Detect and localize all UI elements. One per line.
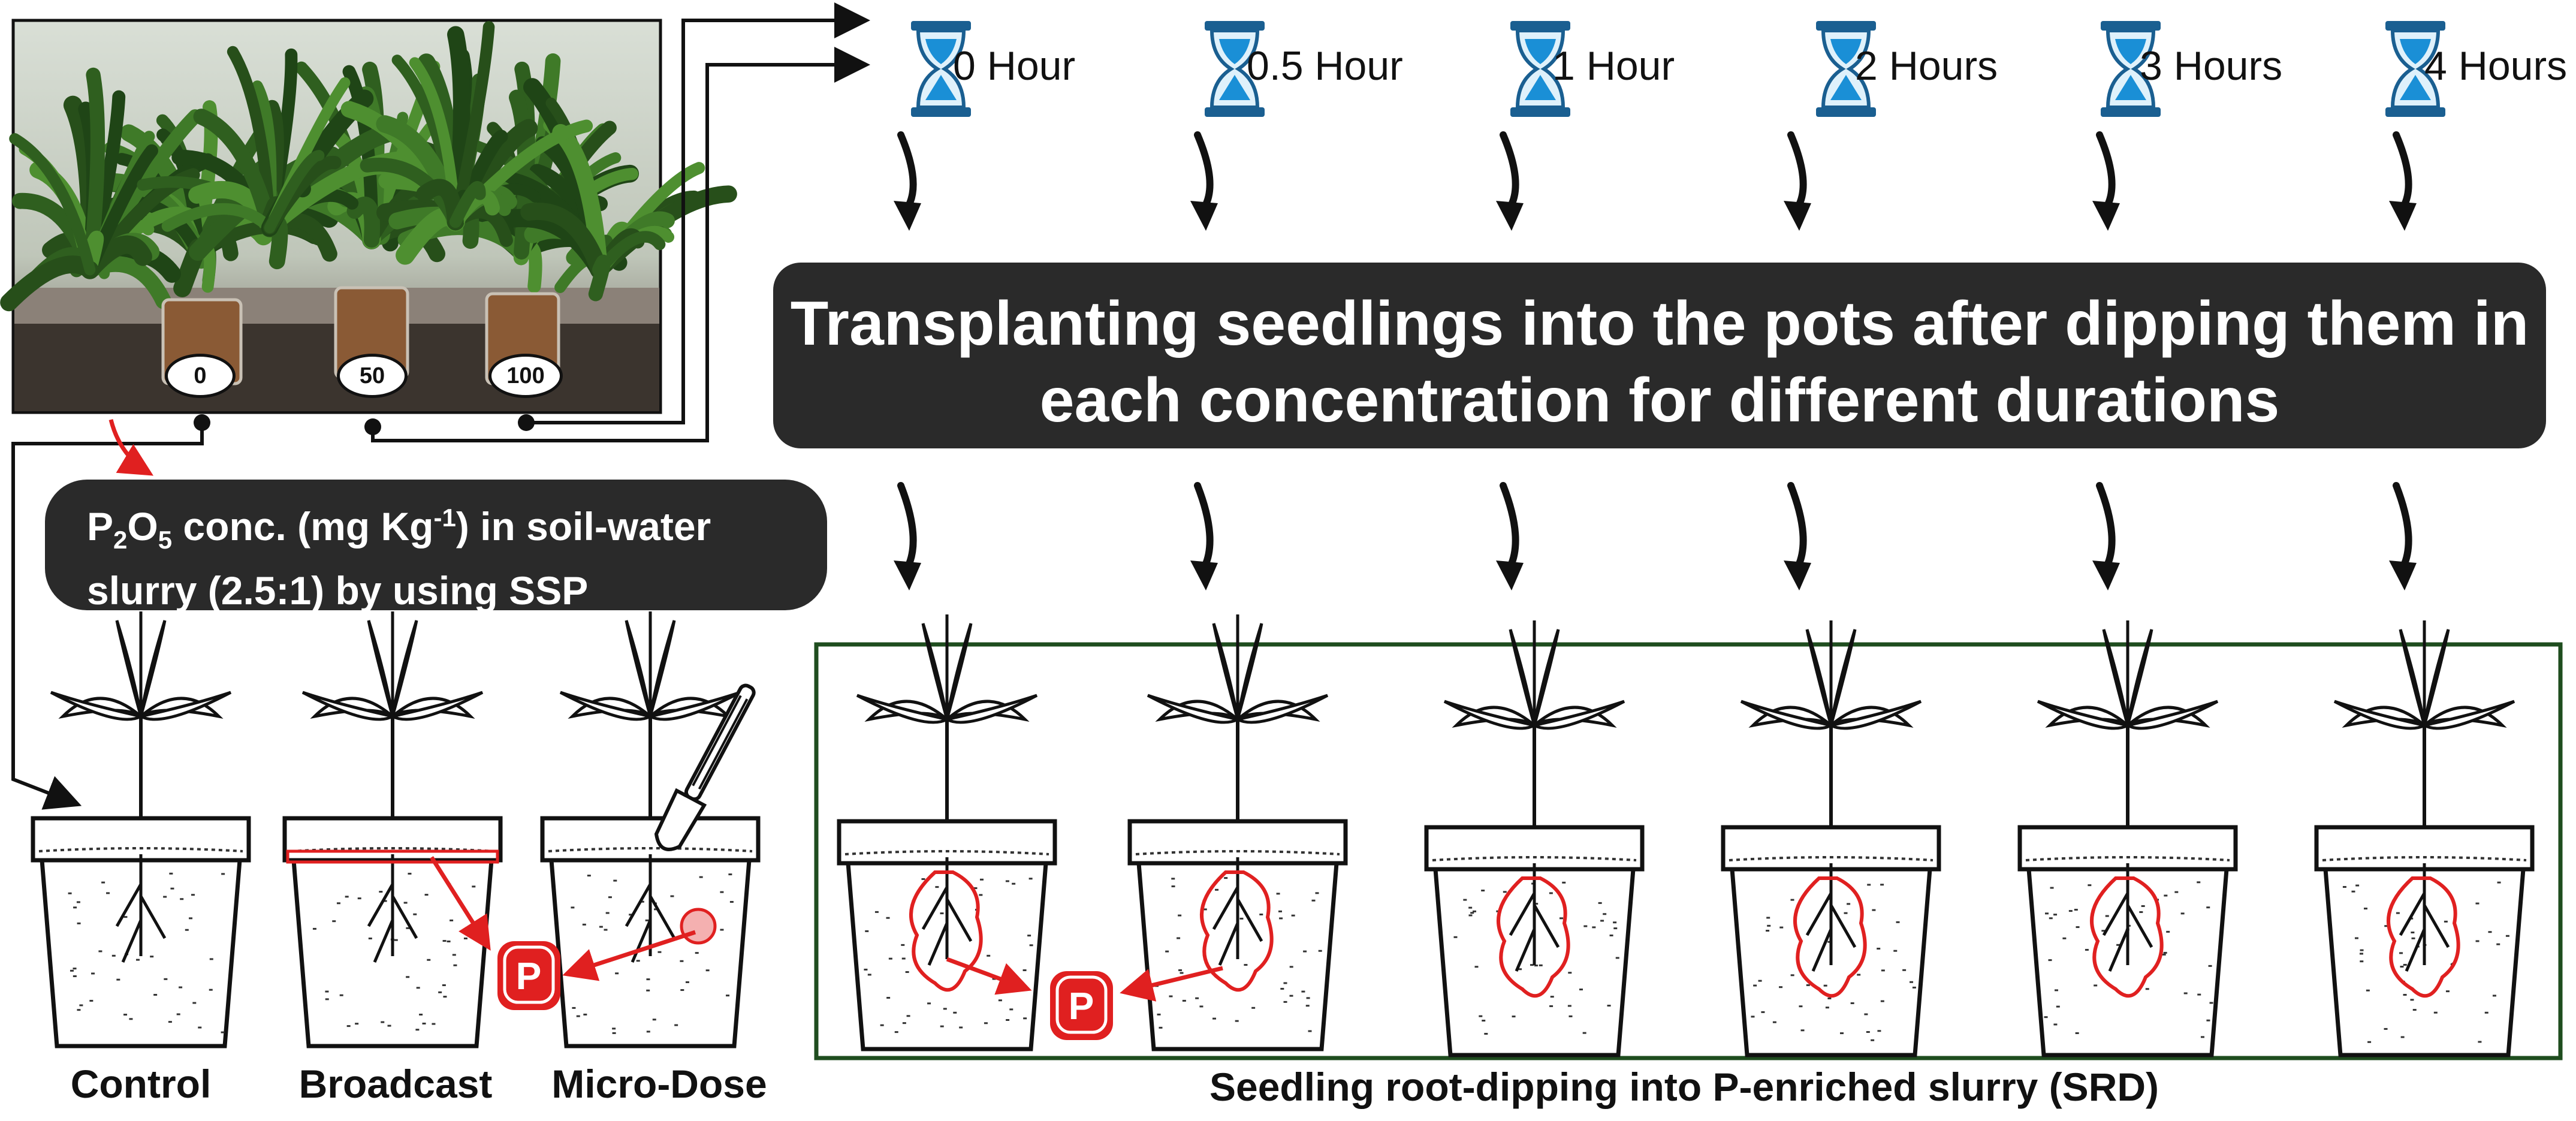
duration-label-5: 4 Hours [2424, 43, 2568, 89]
phosphorus-badge-srd: P [1050, 971, 1113, 1040]
down-arrow-icon [2389, 131, 2417, 231]
down-arrow-icon [894, 482, 921, 590]
phosphorus-badge-label: P [516, 954, 542, 998]
down-arrow-icon [1190, 482, 1218, 590]
hourglass-icon [2101, 21, 2161, 117]
phosphorus-badge: P [497, 941, 560, 1010]
pot-illustration [1127, 614, 1348, 1051]
banner-line1: Transplanting seedlings into the pots af… [790, 289, 2529, 358]
pot-illustration [837, 614, 1057, 1051]
treatment-label-control: Control [70, 1062, 212, 1106]
duration-label-0: 0 Hour [953, 43, 1076, 89]
concentration-marker-100: 100 [488, 354, 563, 398]
pot-illustration [2017, 620, 2238, 1057]
hourglass-icon [1205, 21, 1265, 117]
srd-label: Seedling root-dipping into P-enriched sl… [1209, 1065, 2159, 1109]
down-arrow-icon [1496, 482, 1524, 590]
srd-box [814, 642, 2563, 1060]
info-pill-line1: P2O5 conc. (mg Kg-1) in soil-water [87, 504, 711, 555]
transplanting-banner: Transplanting seedlings into the pots af… [773, 263, 2546, 448]
concentration-marker-0: 0 [165, 354, 236, 398]
treatment-label-broadcast: Broadcast [298, 1062, 493, 1106]
duration-label-1: 0.5 Hour [1247, 43, 1403, 89]
hourglass-icon [1510, 21, 1570, 117]
p2o5-info-pill: P2O5 conc. (mg Kg-1) in soil-water slurr… [45, 480, 827, 613]
trowel-icon [654, 683, 756, 851]
info-pill-line2: slurry (2.5:1) by using SSP [87, 568, 589, 613]
duration-label-2: 1 Hour [1552, 43, 1675, 89]
hourglass-icon [2385, 21, 2445, 117]
treatment-label-micro-dose: Micro-Dose [551, 1062, 767, 1106]
banner-line2: each concentration for different duratio… [1039, 366, 2280, 435]
down-arrow-icon [1496, 131, 1524, 231]
connector-lines [11, 2, 870, 810]
duration-label-4: 3 Hours [2140, 43, 2283, 89]
pot-illustration [282, 611, 503, 1048]
down-arrow-icon [894, 131, 921, 231]
down-arrow-icon [1784, 131, 1811, 231]
hourglass-icon [911, 21, 971, 117]
pot-illustration [1424, 620, 1645, 1057]
phosphorus-arrows [430, 856, 1223, 1002]
down-arrow-icon [2092, 482, 2120, 590]
pot-illustration [2314, 620, 2535, 1057]
down-arrow-icon [2389, 482, 2417, 590]
pot-illustration [1721, 620, 1941, 1057]
hourglass-icon [1816, 21, 1876, 117]
down-arrow-icon [2092, 131, 2120, 231]
micro-dose-spot [680, 908, 717, 945]
down-arrow-icon [1190, 131, 1218, 231]
concentration-marker-50: 50 [337, 354, 408, 398]
broadcast-band [286, 849, 499, 864]
duration-label-3: 2 Hours [1855, 43, 1998, 89]
pot-illustration [540, 611, 761, 1048]
down-arrow-icon [1784, 482, 1811, 590]
phosphorus-badge-srd-label: P [1069, 984, 1094, 1027]
pot-illustration [31, 611, 251, 1048]
